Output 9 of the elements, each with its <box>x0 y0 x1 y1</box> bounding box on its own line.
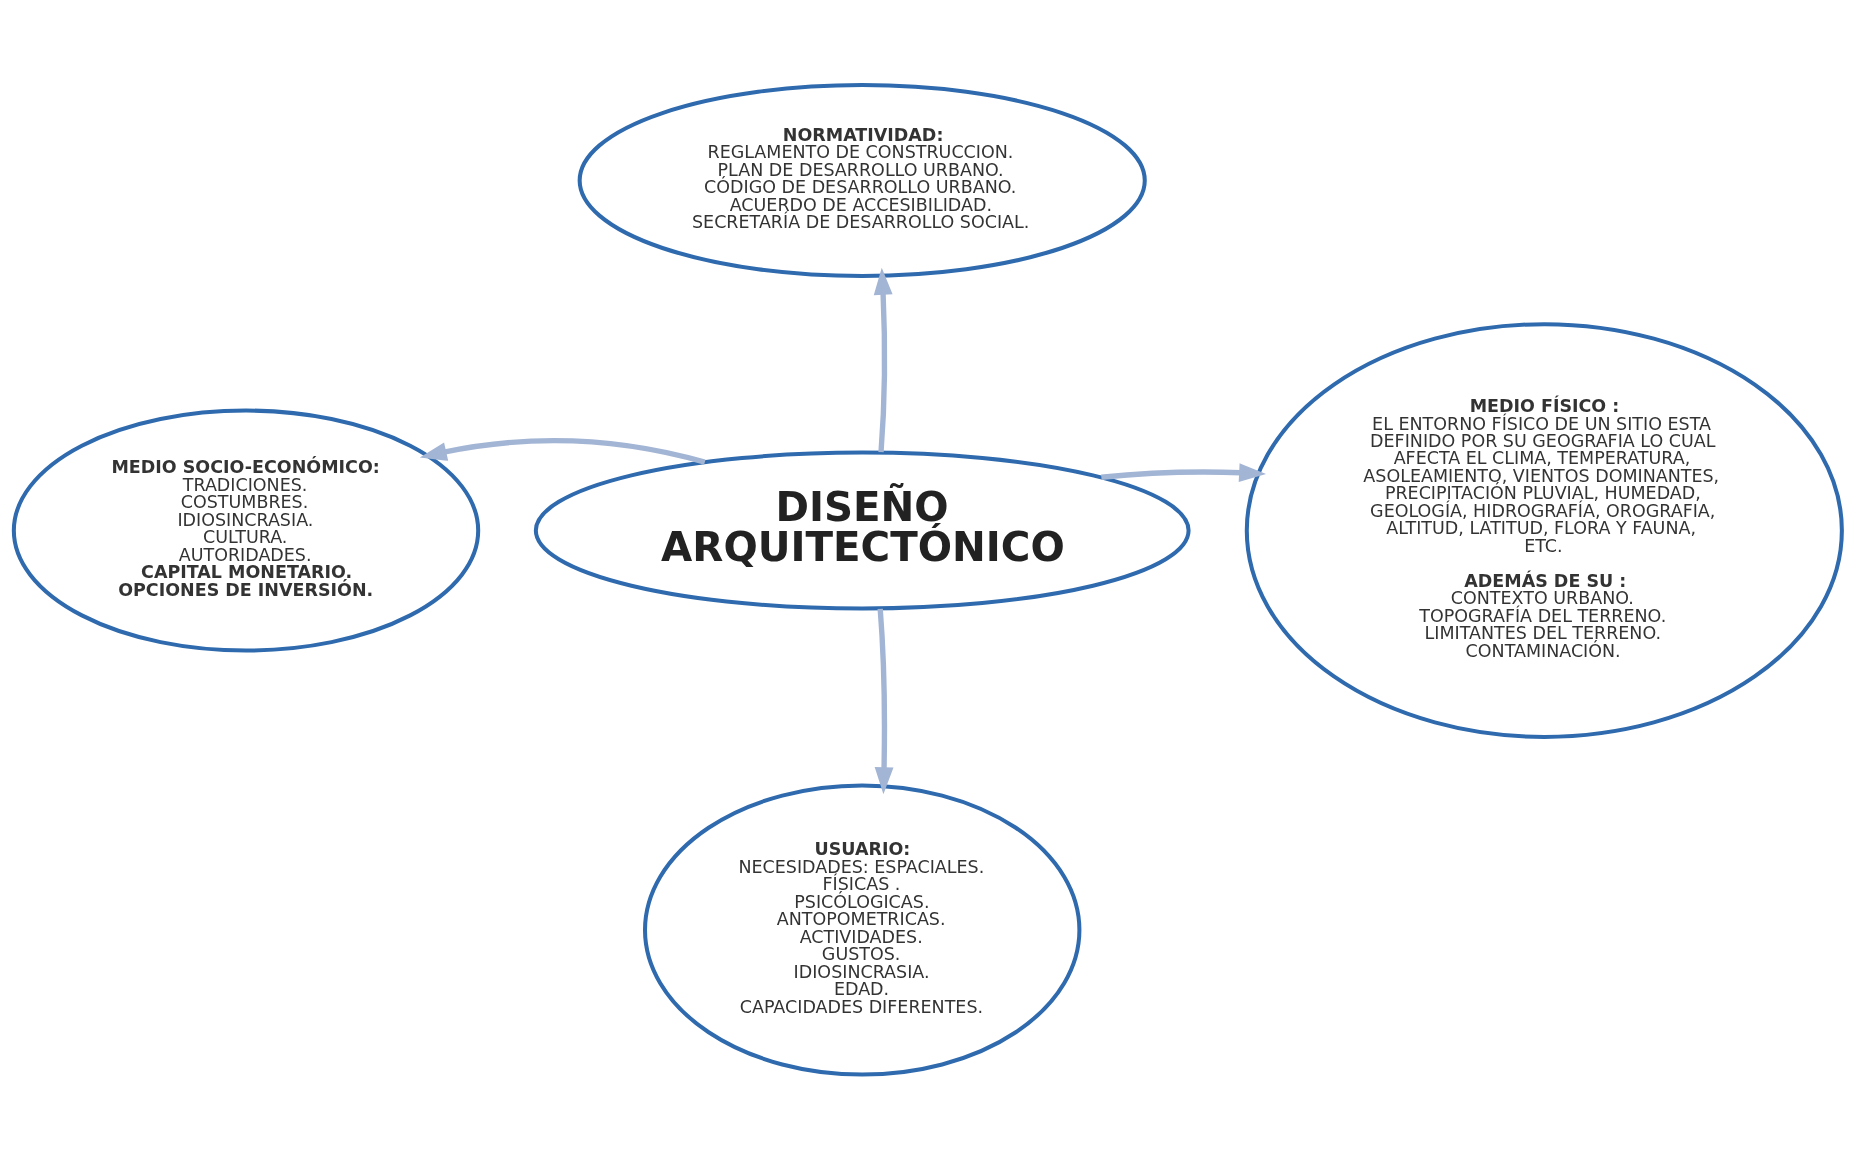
node-ellipse: NORMATIVIDAD: REGLAMENTO DE CONSTRUCCION. PLAN DE DESARROLLO URBANO. CÓDIGO DE DESARROLLO URBANO. ACUERDO DE ACCESIBILIDAD. SECRETARÍA DE DESARROLLO SOCIAL. <box>577 83 1147 278</box>
node-ellipse: DISEÑO ARQUITECTÓNICO <box>533 450 1191 611</box>
node-ellipse: MEDIO SOCIO-ECONÓMICO: TRADICIONES. COSTUMBRES. IDIOSINCRASIA. CULTURA. AUTORIDADES. CAPITAL MONETARIO. OPCIONES DE INVERSIÓN. <box>11 408 481 653</box>
arrow <box>1101 463 1267 483</box>
arrow <box>419 437 706 465</box>
arrow <box>874 608 894 795</box>
node-ellipse: USUARIO: NECESIDADES: ESPACIALES. FÍSICAS . PSICÓLOGICAS. ANTOPOMETRICAS. ACTIVIDADES. GUSTOS. IDIOSINCRASIA. EDAD. CAPACIDADES DIFERENTES. <box>643 783 1082 1077</box>
node-ellipse: MEDIO FÍSICO : EL ENTORNO FÍSICO DE UN SITIO ESTA DEFINIDO POR SU GEOGRAFIA LO CUAL AFECTA EL CLIMA, TEMPERATURA, ASOLEAMIENTO, VIENTOS DOMINANTES, PRECIPITACIÓN PLUVIAL, HUMEDAD, GEOLOGÍA, HIDROGRAFÍA, OROGRAFIA, ALTITUD, LATITUD, FLORA Y FAUNA, ETC. ADEMÁS DE SU : CONTEXTO URBANO. TOPOGRAFÍA DEL TERRENO. LIMITANTES DEL TERRENO. CONTAMINACIÓN. <box>1244 322 1844 739</box>
arrow <box>873 267 893 453</box>
